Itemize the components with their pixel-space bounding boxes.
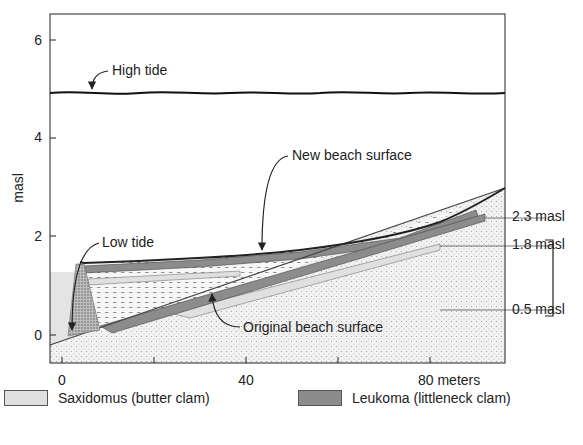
legend-text: Saxidomus (butter clam) — [58, 390, 210, 406]
axis-label: 0 — [58, 372, 66, 388]
leader-arrow — [212, 294, 240, 327]
high-tide-line — [50, 92, 505, 94]
elevation-label: 2.3 masl — [512, 208, 565, 224]
axis-label: 6 — [34, 32, 42, 48]
legend-swatch — [298, 390, 342, 406]
sediment — [50, 188, 505, 363]
annotation: High tide — [112, 62, 167, 78]
axis-label: 2 — [34, 228, 42, 244]
legend-swatch — [4, 390, 48, 406]
axis-label: 4 — [34, 129, 42, 145]
annotation: Low tide — [102, 234, 154, 250]
leader-arrow — [72, 243, 99, 330]
original-surface-line — [50, 188, 505, 345]
legend-text: Leukoma (littleneck clam) — [352, 390, 511, 406]
saxidomus-layer — [170, 244, 440, 318]
legend-item: Saxidomus (butter clam) — [4, 389, 284, 407]
leader-arrow — [262, 156, 288, 250]
axis-label: 80 meters — [418, 372, 480, 388]
axis-label: 0 — [34, 327, 42, 343]
leader-arrow — [92, 71, 108, 89]
axis-label: 40 — [238, 372, 254, 388]
plot-frame — [50, 14, 505, 363]
axis-label: masl — [10, 173, 26, 203]
annotation: New beach surface — [292, 147, 412, 163]
elevation-label: 1.8 masl — [512, 236, 565, 252]
axis-ticks — [50, 40, 430, 363]
leukoma-layer — [100, 214, 485, 333]
elevation-label: 0.5 masl — [512, 301, 565, 317]
annotation: Original beach surface — [243, 319, 383, 335]
saxidomus-layer — [88, 271, 240, 285]
legend-item: Leukoma (littleneck clam) — [298, 389, 578, 407]
leukoma-layer — [84, 210, 478, 273]
new-surface-line — [80, 188, 505, 263]
